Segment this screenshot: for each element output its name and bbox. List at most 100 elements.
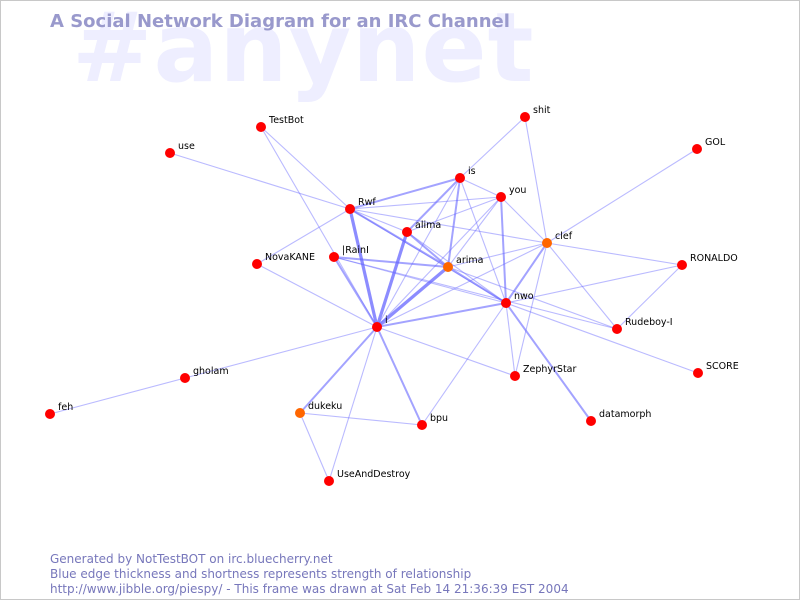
node-dot-rwf	[345, 204, 355, 214]
node-dot-alima	[402, 227, 412, 237]
edge-i-rwf	[348, 208, 379, 328]
node-dukeku: dukeku	[295, 401, 342, 418]
node-label-score: SCORE	[706, 361, 739, 372]
edge-you-arima	[447, 196, 502, 268]
edge-i-is	[376, 177, 461, 328]
node-dot-ronaldo	[677, 260, 687, 270]
node-dot-zephyrstar	[510, 371, 520, 381]
edge-ronaldo-rudeboy	[616, 264, 683, 330]
edge-irainl-rudeboy	[333, 256, 618, 330]
edges-layer	[49, 116, 699, 482]
node-dot-clef	[542, 238, 552, 248]
node-dot-use	[165, 148, 175, 158]
node-dot-score	[693, 368, 703, 378]
edge-arima-clef	[447, 242, 548, 268]
edge-clef-ronaldo	[546, 242, 683, 266]
edge-nwo-clef	[505, 242, 548, 304]
node-testbot: TestBot	[256, 115, 304, 132]
node-label-bpu: bpu	[430, 413, 448, 424]
node-label-useanddestroy: UseAndDestroy	[337, 469, 411, 480]
node-label-gol: GOL	[705, 137, 726, 148]
edge-clef-shit	[524, 116, 548, 244]
node-gol: GOL	[692, 137, 726, 154]
node-dot-dukeku	[295, 408, 305, 418]
edge-is-arima	[447, 177, 461, 268]
node-label-use: use	[178, 141, 195, 152]
edge-rwf-alima	[349, 208, 408, 233]
node-arima: arima	[443, 255, 483, 272]
edge-nwo-score	[505, 302, 699, 374]
edge-i-zephyrstar	[376, 326, 516, 377]
node-label-dukeku: dukeku	[308, 401, 342, 412]
edge-testbot-rwf	[260, 126, 351, 210]
node-label-gholam: gholam	[193, 366, 229, 377]
edge-i-nwo	[376, 302, 507, 328]
node-rudeboy: Rudeboy-I	[612, 317, 673, 334]
edge-i-bpu	[376, 326, 423, 426]
node-gholam: gholam	[180, 366, 229, 383]
edge-rwf-use	[169, 152, 351, 210]
edge-you-nwo	[500, 196, 507, 304]
edge-alima-nwo	[406, 231, 507, 304]
node-alima: alima	[402, 220, 441, 237]
edge-clef-gol	[546, 148, 698, 244]
node-label-is: is	[468, 166, 476, 177]
edge-i-arima	[375, 265, 450, 329]
edge-clef-rudeboy	[546, 242, 618, 330]
footer-source: http://www.jibble.org/piespy/ - This fra…	[50, 582, 569, 596]
edge-testbot-i	[260, 126, 378, 328]
node-feh: feh	[45, 402, 73, 419]
node-label-nwo: nwo	[514, 291, 534, 302]
node-dot-i	[372, 322, 382, 332]
node-dot-feh	[45, 409, 55, 419]
node-dot-useanddestroy	[324, 476, 334, 486]
node-ronaldo: RONALDO	[677, 253, 738, 270]
edge-i-dukeku	[299, 326, 378, 414]
node-dot-testbot	[256, 122, 266, 132]
edge-rwf-is	[349, 177, 461, 210]
node-label-clef: clef	[555, 231, 573, 242]
edge-i-irainl	[333, 256, 378, 328]
node-label-datamorph: datamorph	[599, 409, 651, 420]
node-dot-gol	[692, 144, 702, 154]
footer: Generated by NotTestBOT on irc.bluecherr…	[50, 552, 569, 597]
node-dot-irainl	[329, 252, 339, 262]
edge-i-useanddestroy	[328, 326, 378, 482]
edge-irainl-arima	[333, 256, 449, 268]
edge-nwo-datamorph	[505, 302, 592, 422]
edge-i-gholam	[184, 326, 378, 379]
edge-dukeku-useanddestroy	[299, 412, 330, 482]
edge-rwf-you	[349, 196, 502, 210]
edge-is-nwo	[459, 177, 507, 304]
node-dot-arima	[443, 262, 453, 272]
edge-i-novakane	[256, 263, 378, 328]
edge-arima-rudeboy	[447, 266, 618, 330]
edge-is-you	[459, 177, 502, 198]
node-label-novakane: NovaKANE	[265, 252, 315, 263]
edge-dukeku-bpu	[299, 412, 423, 426]
node-shit: shit	[520, 105, 551, 122]
edge-clef-zephyrstar	[514, 242, 548, 377]
edge-alima-arima	[406, 231, 449, 268]
node-rwf: Rwf	[345, 197, 376, 214]
footer-legend: Blue edge thickness and shortness repres…	[50, 567, 472, 581]
node-label-ronaldo: RONALDO	[690, 253, 738, 264]
edge-is-shit	[459, 116, 526, 179]
node-label-rwf: Rwf	[358, 197, 376, 208]
node-dot-rudeboy	[612, 324, 622, 334]
edge-i-clef	[376, 242, 548, 328]
edge-nwo-bpu	[421, 302, 507, 426]
node-you: you	[496, 185, 526, 202]
node-clef: clef	[542, 231, 573, 248]
node-label-shit: shit	[533, 105, 551, 116]
node-label-i: i	[385, 315, 388, 326]
node-label-irainl: |RainI	[342, 245, 369, 256]
node-use: use	[165, 141, 195, 158]
edge-rwf-clef	[349, 208, 548, 244]
edge-gholam-feh	[49, 377, 186, 415]
node-label-feh: feh	[58, 402, 73, 413]
edge-nwo-ronaldo	[505, 264, 683, 304]
node-dot-gholam	[180, 373, 190, 383]
